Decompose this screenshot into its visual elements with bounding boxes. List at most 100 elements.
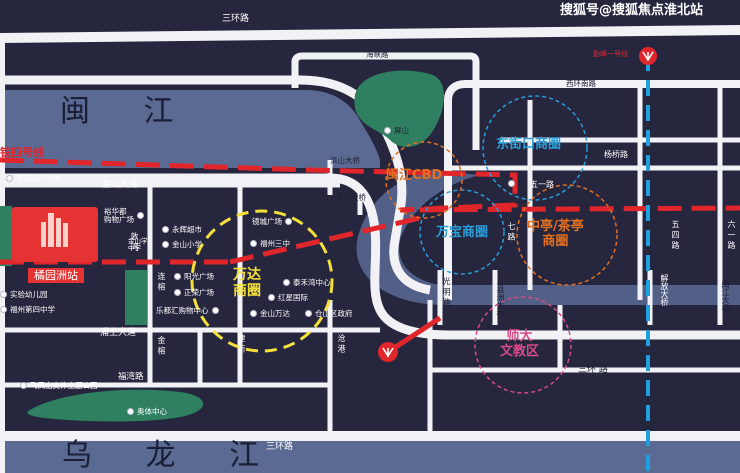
watermark: 搜狐号@搜狐焦点淮北站	[560, 3, 704, 18]
shida-zone-label: 师大 文教区	[500, 329, 540, 359]
haixia-road	[291, 52, 480, 150]
metro-line4-label: 铁四号线	[0, 146, 44, 159]
poi-label: 红星国际	[278, 293, 308, 302]
sanhuan-road-bottom: 三环路	[266, 442, 294, 452]
left-park	[0, 206, 12, 266]
project-highlight	[12, 207, 98, 262]
metro-line4	[0, 157, 740, 213]
poi-label: 泰禾湾中心	[293, 278, 331, 287]
poi-marker-icon	[211, 307, 219, 315]
wanbao-zone-circle	[419, 189, 505, 275]
jinshan-road-label: 金 榕	[157, 336, 166, 355]
poi-marker-icon	[6, 175, 13, 183]
qi-road-label: 七 路	[507, 222, 516, 241]
poi-sangezhi	[508, 180, 515, 187]
poi-label: 阳光广场	[184, 272, 214, 281]
poi-marker-icon	[20, 382, 27, 390]
poi-marker-icon	[162, 226, 169, 234]
poi-label: 实验幼儿园	[10, 290, 48, 299]
metro-line1-label: 勤峰一号线	[593, 50, 628, 58]
poi-label: 镜城广场	[252, 217, 282, 226]
poi-zuolin: 金山学 中学	[128, 238, 148, 251]
metro-station-label: 橘园洲站	[28, 268, 84, 283]
poi-ledu: 乐都汇购物中心	[156, 307, 219, 315]
wanbao-zone-label: 万宝商圈	[436, 225, 489, 240]
poi-yonghui: 永辉超市	[162, 226, 202, 234]
poi-label: 裕华都 购物广场	[104, 207, 134, 224]
poi-label: 金山学 中学	[128, 237, 148, 252]
poi-jiangwan: 镜城广场	[252, 218, 292, 226]
poi-marker-icon	[305, 310, 312, 318]
metro-line-sw	[386, 315, 442, 355]
dongjiekou-zone-label: 东街口商圈	[496, 137, 562, 152]
fuwan-road-label: 福湾路	[118, 372, 144, 382]
xihuannan-road-label: 西环南路	[566, 79, 596, 88]
pingshan-park	[354, 70, 444, 147]
poi-marker-icon	[508, 180, 515, 187]
poi-zhengrong: 正荣广场	[174, 289, 214, 297]
poi-label: 镜园开产业园	[16, 174, 61, 183]
poi-label: 飞凤山奥体主题公园	[30, 381, 98, 390]
poi-marker-icon	[174, 289, 181, 297]
poi-label: 屏山	[394, 126, 409, 135]
poi-jinshan-xiaoxue: 金山小学	[162, 241, 202, 249]
poi-marker-icon	[250, 240, 257, 248]
wanda-zone-label: 万达 商圈	[233, 267, 261, 300]
poi-marker-icon	[0, 306, 7, 314]
hongshan-bridge-label: 洪山大桥	[330, 156, 360, 165]
wulongjiang-label: 乌 龙 江	[62, 438, 282, 473]
pushang-avenue-label: 浦上大道	[100, 328, 137, 338]
poi-marker-icon	[137, 212, 144, 219]
lianrong-road-label: 连 榕	[157, 272, 166, 291]
sanhuan-ring-road	[0, 25, 740, 473]
poi-cangshan-gov: 仓山区政府	[305, 310, 353, 318]
jianxin-road-label: 建 新	[237, 334, 246, 353]
poi-shiyan: 实验幼儿园	[0, 291, 48, 299]
metro-station-icon-south	[378, 342, 398, 362]
sanhuan-road-top: 三环路	[222, 14, 250, 24]
poi-feifeng: 飞凤山奥体主题公园	[20, 382, 98, 390]
metro-station-icon	[639, 47, 657, 65]
right-grid-roads	[448, 84, 740, 300]
project-building	[41, 213, 68, 247]
zhongting-zone-circle	[516, 184, 618, 286]
poi-marker-icon	[285, 218, 292, 226]
minjiang-bridge-label: 闽江大桥	[721, 280, 730, 312]
liuyi-road-label: 六 一 路	[727, 220, 736, 250]
feifeng-park	[27, 389, 204, 422]
poi-hongxing: 红星国际	[268, 294, 308, 302]
poi-marker-icon	[250, 310, 257, 318]
minjiang-river	[0, 90, 380, 168]
poi-marker-icon	[283, 279, 290, 287]
left-grid-roads	[0, 182, 380, 436]
qingkong-road-label: 沧 港	[337, 334, 346, 353]
poi-marker-icon	[0, 291, 7, 299]
wanda-zone-circle	[190, 209, 334, 353]
dongjiekou-zone-circle	[482, 95, 588, 201]
poi-label: 奥体中心	[137, 407, 167, 416]
guangming-road-label: 光 明 路	[442, 277, 451, 307]
wusi-road-vertical-label: 五 四 路	[671, 220, 680, 250]
zhongting-zone-label: 中亭/茶亭 商圈	[527, 219, 584, 249]
poi-label: 永辉超市	[172, 225, 202, 234]
poi-marker-icon	[384, 127, 391, 135]
bridges	[327, 160, 723, 325]
wulongjiang-river	[0, 436, 740, 473]
inner-loop-road-2	[0, 173, 740, 340]
jiefang-bridge-label: 解放大桥	[660, 274, 669, 306]
right-loop-road	[444, 80, 740, 300]
jinshan-park	[125, 270, 147, 325]
haixia-road-label: 海峡路	[366, 50, 389, 59]
poi-marker-icon	[268, 294, 275, 302]
poi-label: 仓山区政府	[315, 309, 353, 318]
jinshan-bridge-label: 金山大桥	[336, 193, 366, 202]
poi-label: 福州第四中学	[10, 305, 55, 314]
qiaoxia-road-label: 敦 湾	[130, 232, 139, 251]
poi-huacui: 泰禾湾中心	[283, 279, 331, 287]
jinshan-avenue-label: 金山大道	[102, 180, 139, 190]
wusi-road-label: 五一路	[530, 180, 554, 189]
cbd-zone-circle	[385, 141, 463, 219]
poi-marker-icon	[174, 273, 181, 281]
poi-pingshan: 屏山	[384, 127, 409, 135]
